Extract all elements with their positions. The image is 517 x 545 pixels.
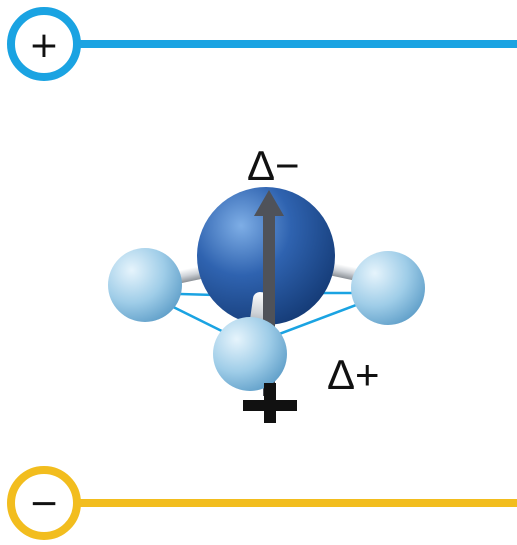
molecule (108, 187, 425, 423)
delta-positive-label: Δ+ (327, 351, 380, 398)
outer-atom-left (108, 248, 182, 322)
dipole-tail-plus (243, 383, 297, 423)
positive-terminal-icon (7, 7, 81, 81)
dipole-arrow-head (254, 190, 284, 216)
positive-terminal-sign: + (29, 25, 59, 66)
outer-atom-right (351, 251, 425, 325)
outer-atom-front (213, 317, 287, 391)
delta-negative-label: Δ− (247, 142, 300, 189)
positive-plate: + (7, 7, 517, 81)
negative-terminal-icon (7, 466, 81, 540)
negative-plate: − (7, 466, 517, 540)
negative-terminal-sign: − (29, 483, 59, 524)
